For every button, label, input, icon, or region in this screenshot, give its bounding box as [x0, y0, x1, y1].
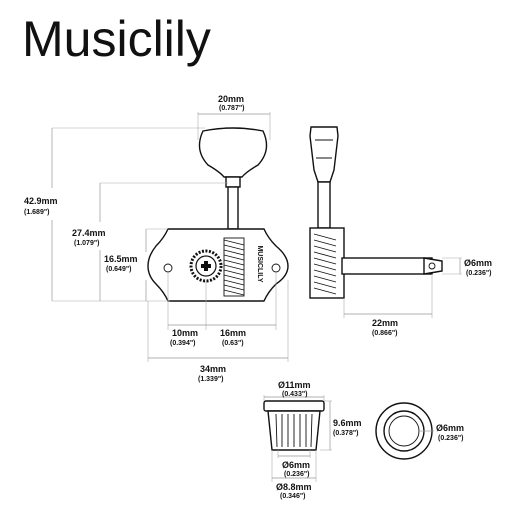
dim-post-height-imperial: (1.079") — [74, 240, 100, 247]
dim-plate-height: 16.5mm — [104, 254, 138, 264]
tuner-button — [198, 127, 268, 178]
dim-bushing-bottom: Ø8.8mm — [276, 482, 312, 492]
dimension-labels: 42.9mm (1.689") 27.4mm (1.079") 16.5mm (… — [24, 94, 492, 500]
dim-post-diameter-imperial: (0.236") — [466, 270, 492, 277]
dim-post-height: 27.4mm — [72, 228, 106, 238]
post-end — [423, 257, 443, 275]
dim-bushing-top: Ø11mm — [278, 380, 311, 390]
spring — [223, 237, 245, 297]
dim-screw-offset-imperial: (0.394") — [170, 340, 196, 347]
dim-bushing-height: 9.6mm — [333, 418, 362, 428]
string-post — [341, 257, 433, 275]
tuner-front-view: MUSICLILY — [147, 127, 289, 302]
bushing-side-view — [263, 400, 325, 451]
bushing-top-view — [375, 402, 433, 460]
tuner-side-view — [309, 126, 443, 299]
side-housing — [309, 227, 345, 299]
dim-post-length-imperial: (0.866") — [372, 330, 398, 337]
dim-overall-height-imperial: (1.689") — [24, 209, 50, 216]
dim-plate-length: 34mm — [200, 364, 226, 374]
dim-button-width: 20mm — [218, 94, 244, 104]
dim-post-diameter: Ø6mm — [464, 258, 492, 268]
tuner-shaft — [227, 186, 239, 230]
bushing-inner-ring — [383, 410, 425, 452]
dim-bushing-hole: Ø6mm — [436, 423, 464, 433]
dim-plate-height-imperial: (0.649") — [106, 266, 132, 273]
dim-post-length: 22mm — [372, 318, 398, 328]
dim-bushing-height-imperial: (0.378") — [333, 430, 359, 437]
dim-bushing-inner-imperial: (0.236") — [284, 471, 310, 478]
bushing-flange — [263, 400, 325, 412]
dim-post-spacing-imperial: (0.63") — [222, 340, 244, 347]
plate-engraving: MUSICLILY — [256, 245, 263, 282]
brand-title: Musiclily — [22, 11, 211, 67]
dimension-lines — [51, 112, 462, 482]
dim-screw-offset: 10mm — [172, 328, 198, 338]
side-button — [309, 126, 339, 183]
dim-button-width-imperial: (0.787") — [219, 105, 245, 112]
button-neck — [225, 176, 241, 188]
dim-plate-length-imperial: (1.339") — [198, 376, 224, 383]
gear-screw-icon — [201, 261, 211, 271]
dim-bushing-hole-imperial: (0.236") — [438, 435, 464, 442]
dim-post-spacing: 16mm — [220, 328, 246, 338]
side-shaft — [317, 181, 331, 229]
dim-bushing-top-imperial: (0.433") — [282, 391, 308, 398]
post-hole — [428, 262, 436, 270]
dim-bushing-bottom-imperial: (0.346") — [280, 493, 306, 500]
dim-bushing-inner: Ø6mm — [282, 460, 310, 470]
dim-overall-height: 42.9mm — [24, 196, 58, 206]
